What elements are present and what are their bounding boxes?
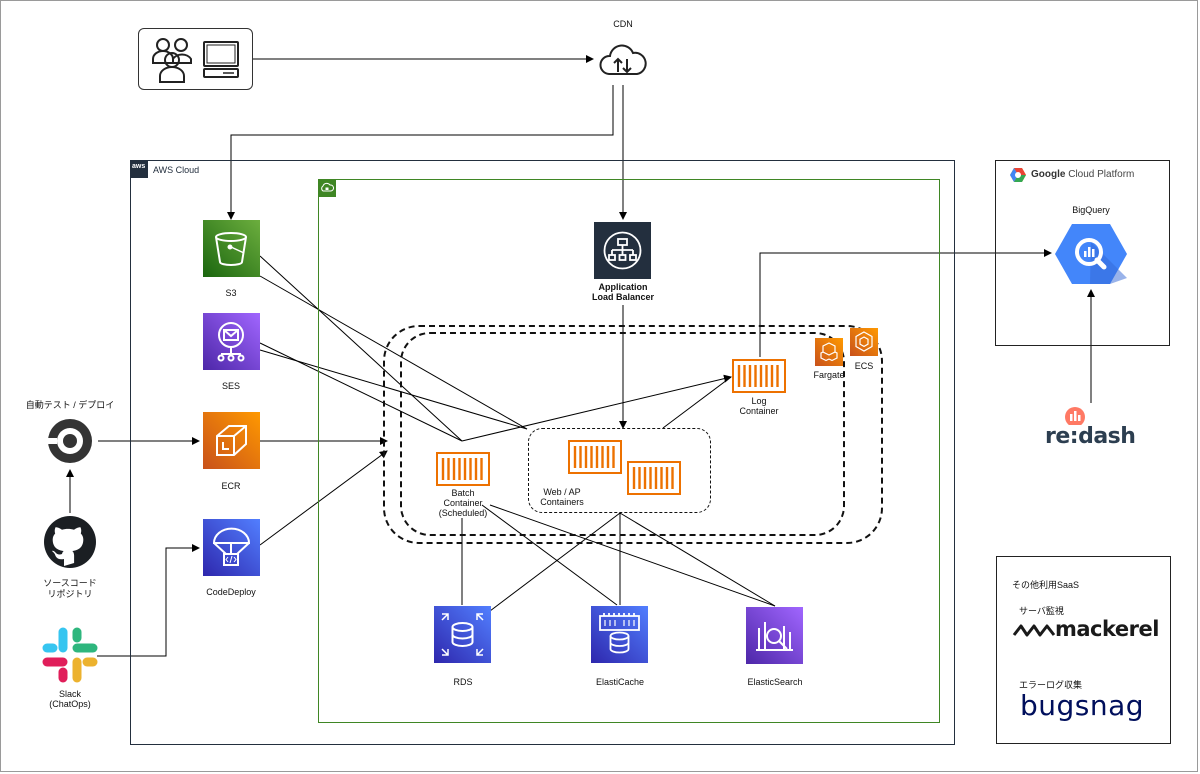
bigquery-icon [1055,224,1127,284]
ses-label: SES [221,381,240,391]
codedeploy-parachute-icon [212,527,251,566]
elasticsearch-magnifier-icon [756,622,793,651]
slack-icon [42,627,98,683]
mackerel-logo-icon [1012,624,1056,637]
ecs-label: ECS [854,361,874,371]
github-octocat-icon [44,516,96,568]
gcp-logo-icon [1010,168,1026,182]
monitoring-label: サーバ監視 [1019,606,1064,616]
fargate-label: Fargate [813,370,845,380]
alb-node [594,222,651,279]
alb-label-line1: Application [598,282,648,292]
gcp-label-rest: Cloud Platform [1065,169,1135,180]
codedeploy-node [203,519,260,576]
edge-web-log [662,376,732,429]
users-monitor-icon [152,38,239,83]
cdn-label: CDN [613,19,633,29]
ecr-label: ECR [221,481,241,491]
bugsnag-logo: bugsnag [1020,689,1145,722]
ecs-node [850,328,878,356]
ap-container-icon [627,461,681,495]
vpc-badge [318,179,336,197]
edge-web-elasticsearch [619,512,776,607]
users-box [138,28,253,90]
aws-badge: aws [130,160,148,178]
cloud-upload-download-icon [599,44,647,75]
edge-batch-elasticsearch [489,504,776,607]
ecr-node [203,412,260,469]
elasticache-node [591,606,648,663]
s3-bucket-icon [215,232,247,266]
rds-node [434,606,491,663]
log-container-label-line1: Log [751,396,767,406]
redash-logo: re:dash [1045,424,1136,449]
edge-ses-batch [259,342,463,442]
rds-label: RDS [453,677,473,687]
s3-label: S3 [225,288,237,298]
batch-container-label-line2: Container [443,498,483,508]
aws-logo-icon: aws [132,163,146,170]
web-container-icon [568,440,622,474]
elasticsearch-label: ElasticSearch [747,677,803,687]
batch-container-icon [436,452,490,486]
mackerel-logo: mackerel [1055,617,1159,641]
edge-web-rds [489,512,621,612]
log-container-icon [732,359,786,393]
ses-node [203,313,260,370]
vpc-group [318,179,940,723]
vpc-cloud-icon [321,182,335,192]
alb-label-line2: Load Balancer [591,292,655,302]
gcp-label-google: Google [1031,169,1066,180]
bigquery-label: BigQuery [1072,205,1110,215]
saas-title: その他利用SaaS [1012,580,1080,590]
slack-label-line2: (ChatOps) [49,699,91,709]
ecs-cluster-inner [400,332,845,536]
batch-container-label-line3: (Scheduled) [438,508,488,518]
alb-network-icon [603,231,642,270]
edge-codedeploy-cluster [259,450,388,546]
elasticache-memory-icon [599,613,640,654]
log-container-label-line2: Container [739,406,779,416]
fargate-icon [820,342,838,362]
edge-cdn-s3 [227,85,614,220]
gcp-group [995,160,1170,346]
ecs-cluster-outer [383,325,883,544]
fargate-node [815,338,843,366]
edge-s3-batch [259,255,463,442]
ecs-icon [855,331,873,352]
s3-node [203,220,260,277]
edge-ses-web [259,349,528,430]
batch-container-label-line1: Batch [451,488,475,498]
aws-cloud-label: AWS Cloud [153,165,200,175]
elasticsearch-node [746,607,803,664]
edge-batch-log [461,374,732,442]
codedeploy-label: CodeDeploy [206,587,256,597]
edge-batch-elasticache [481,504,618,606]
slack-label-line1: Slack [58,689,81,699]
web-ap-label-line1: Web / AP [543,487,581,497]
saas-group [996,556,1171,744]
circleci-icon [47,419,92,463]
ecr-package-icon [216,425,247,456]
ci-label: 自動テスト / デプロイ [25,400,115,410]
web-ap-label-line2: Containers [540,497,584,507]
github-label-line2: リポジトリ [47,589,93,599]
elasticache-label: ElastiCache [595,677,645,687]
gcp-label: Google Cloud Platform [1031,169,1134,180]
ses-mail-icon [217,322,245,362]
rds-database-icon [441,613,484,656]
error-label: エラーログ収集 [1019,680,1083,690]
aws-cloud-group [130,160,955,745]
github-label-line1: ソースコード [43,578,97,588]
edge-slack-codedeploy [97,544,200,657]
redash-logo-icon [1065,407,1085,425]
